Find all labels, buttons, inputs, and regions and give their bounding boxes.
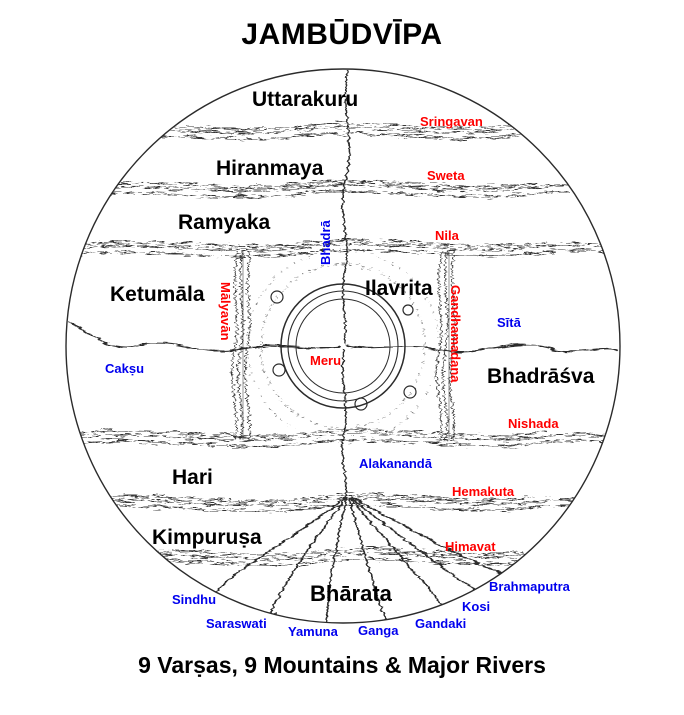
range-nishada [66,429,620,447]
page-caption: 9 Varṣas, 9 Mountains & Major Rivers [138,652,546,678]
river-caksu [67,321,341,352]
river-yamuna [325,497,348,623]
range-hemakuta [77,494,605,512]
range-malyavan [231,249,251,441]
varsa-label-hiranmaya: Hiranmaya [216,157,324,180]
river-ganga [348,497,388,623]
river-label-kosi: Kosi [462,599,491,614]
river-label-brahmaputra: Brahmaputra [489,579,570,594]
river-label-saraswati: Saraswati [206,616,267,631]
river-label-bhadra: Bhadrā [318,220,333,265]
river-label-alakananda: Alakanandā [359,456,432,471]
mountain-label-sweta: Sweta [427,168,465,183]
range-nila [66,239,620,257]
river-sindhu [209,497,346,599]
meru-satellite-nw [270,290,284,304]
varsa-label-hari: Hari [172,466,213,489]
mountain-label-hemakuta: Hemakuta [452,484,515,499]
varsa-label-bharata: Bhārata [310,581,392,606]
river-label-sindhu: Sindhu [172,592,217,607]
meru-satellite-s [354,397,368,411]
meru-satellite-se [403,385,417,399]
river-label-ganga: Ganga [358,623,399,638]
varsa-label-ketumala: Ketumāla [110,283,205,306]
river-saraswati [267,497,347,619]
mountain-label-gandhamadana: Gandhamadana [448,285,463,383]
river-label-yamuna: Yamuna [288,624,338,639]
varsa-label-bhadrasva: Bhadrāśva [487,365,595,388]
river-brahmaputra [351,496,519,581]
river-kosi [350,497,483,596]
river-alakananda [341,347,347,501]
river-label-caksu: Cakṣu [105,361,145,376]
mountain-label-malyavan: Mālyavān [218,282,233,341]
jambudvipa-outer-circle [65,68,621,624]
meru-label: Meru [310,353,342,368]
varsa-label-uttarakuru: Uttarakuru [252,88,359,111]
mountain-label-nishada: Nishada [508,416,559,431]
mountain-label-nila: Nila [435,228,459,243]
river-bhadra [341,69,351,345]
river-sita [345,344,619,353]
varsa-label-ilavrita: Ilavrita [365,277,433,300]
page-title: JAMBŪDVĪPA [241,18,443,51]
varsa-label-kimpurusa: Kimpuruṣa [152,526,262,549]
mountain-label-sringavan: Sringavan [420,114,483,129]
mountain-label-himavat: Himavat [445,539,496,554]
river-label-sita: Sītā [497,315,521,330]
meru-satellite-ne [402,304,414,316]
meru-satellite-sw [272,363,286,377]
varsa-label-ramyaka: Ramyaka [178,211,271,234]
river-label-gandaki: Gandaki [415,616,467,631]
river-gandaki [349,497,445,609]
